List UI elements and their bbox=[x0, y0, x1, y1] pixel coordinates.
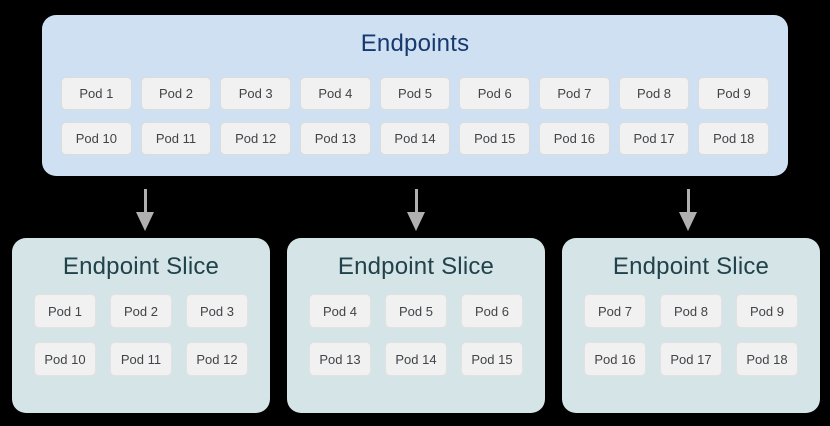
pod-chip[interactable]: Pod 9 bbox=[698, 77, 770, 110]
arrow-down-icon bbox=[407, 189, 425, 231]
arrow-head bbox=[679, 212, 697, 231]
endpoint-slice-panel-1: Endpoint Slice Pod 1 Pod 2 Pod 3 Pod 10 … bbox=[12, 238, 270, 413]
pod-chip[interactable]: Pod 18 bbox=[736, 342, 798, 376]
pod-chip[interactable]: Pod 7 bbox=[584, 294, 646, 328]
endpoint-slice-pod-grid: Pod 4 Pod 5 Pod 6 Pod 13 Pod 14 Pod 15 bbox=[309, 294, 523, 376]
pod-chip[interactable]: Pod 1 bbox=[61, 77, 132, 110]
pod-chip[interactable]: Pod 3 bbox=[186, 294, 248, 328]
arrow-stem bbox=[414, 189, 418, 213]
pod-chip[interactable]: Pod 10 bbox=[61, 122, 132, 155]
pod-chip[interactable]: Pod 4 bbox=[309, 294, 371, 328]
pod-chip[interactable]: Pod 17 bbox=[660, 342, 722, 376]
endpoint-slice-panel-3: Endpoint Slice Pod 7 Pod 8 Pod 9 Pod 16 … bbox=[562, 238, 820, 413]
endpoint-slice-pod-row: Pod 13 Pod 14 Pod 15 bbox=[309, 342, 523, 376]
endpoint-slice-pod-grid: Pod 1 Pod 2 Pod 3 Pod 10 Pod 11 Pod 12 bbox=[34, 294, 248, 376]
pod-chip[interactable]: Pod 13 bbox=[300, 122, 371, 155]
pod-chip[interactable]: Pod 15 bbox=[461, 342, 523, 376]
pod-chip[interactable]: Pod 12 bbox=[186, 342, 248, 376]
endpoint-slice-panel-2: Endpoint Slice Pod 4 Pod 5 Pod 6 Pod 13 … bbox=[287, 238, 545, 413]
pod-chip[interactable]: Pod 13 bbox=[309, 342, 371, 376]
pod-chip[interactable]: Pod 5 bbox=[379, 77, 451, 110]
arrow-stem bbox=[686, 189, 690, 213]
pod-chip[interactable]: Pod 4 bbox=[300, 77, 371, 110]
endpoints-title: Endpoints bbox=[360, 30, 470, 57]
endpoint-slice-title: Endpoint Slice bbox=[62, 253, 220, 280]
pod-chip[interactable]: Pod 2 bbox=[140, 77, 212, 110]
pod-chip[interactable]: Pod 7 bbox=[539, 77, 610, 110]
pod-chip[interactable]: Pod 5 bbox=[385, 294, 447, 328]
arrow-stem bbox=[143, 189, 147, 213]
pod-chip[interactable]: Pod 2 bbox=[110, 294, 172, 328]
pod-chip[interactable]: Pod 6 bbox=[459, 77, 531, 110]
endpoint-slice-title: Endpoint Slice bbox=[337, 253, 495, 280]
endpoints-pod-grid: Pod 1 Pod 2 Pod 3 Pod 4 Pod 5 Pod 6 Pod … bbox=[61, 77, 770, 155]
pod-chip[interactable]: Pod 1 bbox=[34, 294, 96, 328]
pod-chip[interactable]: Pod 17 bbox=[618, 122, 690, 155]
pod-chip[interactable]: Pod 16 bbox=[584, 342, 646, 376]
pod-chip[interactable]: Pod 14 bbox=[385, 342, 447, 376]
pod-chip[interactable]: Pod 3 bbox=[220, 77, 292, 110]
pod-chip[interactable]: Pod 11 bbox=[140, 122, 212, 155]
endpoints-pod-row: Pod 1 Pod 2 Pod 3 Pod 4 Pod 5 Pod 6 Pod … bbox=[61, 77, 770, 110]
endpoint-slice-pod-row: Pod 1 Pod 2 Pod 3 bbox=[34, 294, 248, 328]
endpoints-pod-row: Pod 10 Pod 11 Pod 12 Pod 13 Pod 14 Pod 1… bbox=[61, 122, 770, 155]
pod-chip[interactable]: Pod 9 bbox=[736, 294, 798, 328]
pod-chip[interactable]: Pod 8 bbox=[618, 77, 690, 110]
endpoints-panel: Endpoints Pod 1 Pod 2 Pod 3 Pod 4 Pod 5 … bbox=[42, 15, 788, 176]
endpoint-slice-title: Endpoint Slice bbox=[612, 253, 770, 280]
endpoint-slice-pod-grid: Pod 7 Pod 8 Pod 9 Pod 16 Pod 17 Pod 18 bbox=[584, 294, 798, 376]
pod-chip[interactable]: Pod 10 bbox=[34, 342, 96, 376]
pod-chip[interactable]: Pod 15 bbox=[459, 122, 531, 155]
arrow-down-icon bbox=[136, 189, 154, 231]
endpoint-slice-pod-row: Pod 16 Pod 17 Pod 18 bbox=[584, 342, 798, 376]
endpoint-slice-pod-row: Pod 4 Pod 5 Pod 6 bbox=[309, 294, 523, 328]
pod-chip[interactable]: Pod 12 bbox=[220, 122, 292, 155]
pod-chip[interactable]: Pod 14 bbox=[379, 122, 451, 155]
pod-chip[interactable]: Pod 8 bbox=[660, 294, 722, 328]
endpoint-slice-pod-row: Pod 7 Pod 8 Pod 9 bbox=[584, 294, 798, 328]
arrow-down-icon bbox=[679, 189, 697, 231]
pod-chip[interactable]: Pod 6 bbox=[461, 294, 523, 328]
pod-chip[interactable]: Pod 11 bbox=[110, 342, 172, 376]
endpoint-slice-pod-row: Pod 10 Pod 11 Pod 12 bbox=[34, 342, 248, 376]
arrow-head bbox=[407, 212, 425, 231]
arrow-head bbox=[136, 212, 154, 231]
pod-chip[interactable]: Pod 16 bbox=[539, 122, 610, 155]
pod-chip[interactable]: Pod 18 bbox=[698, 122, 770, 155]
